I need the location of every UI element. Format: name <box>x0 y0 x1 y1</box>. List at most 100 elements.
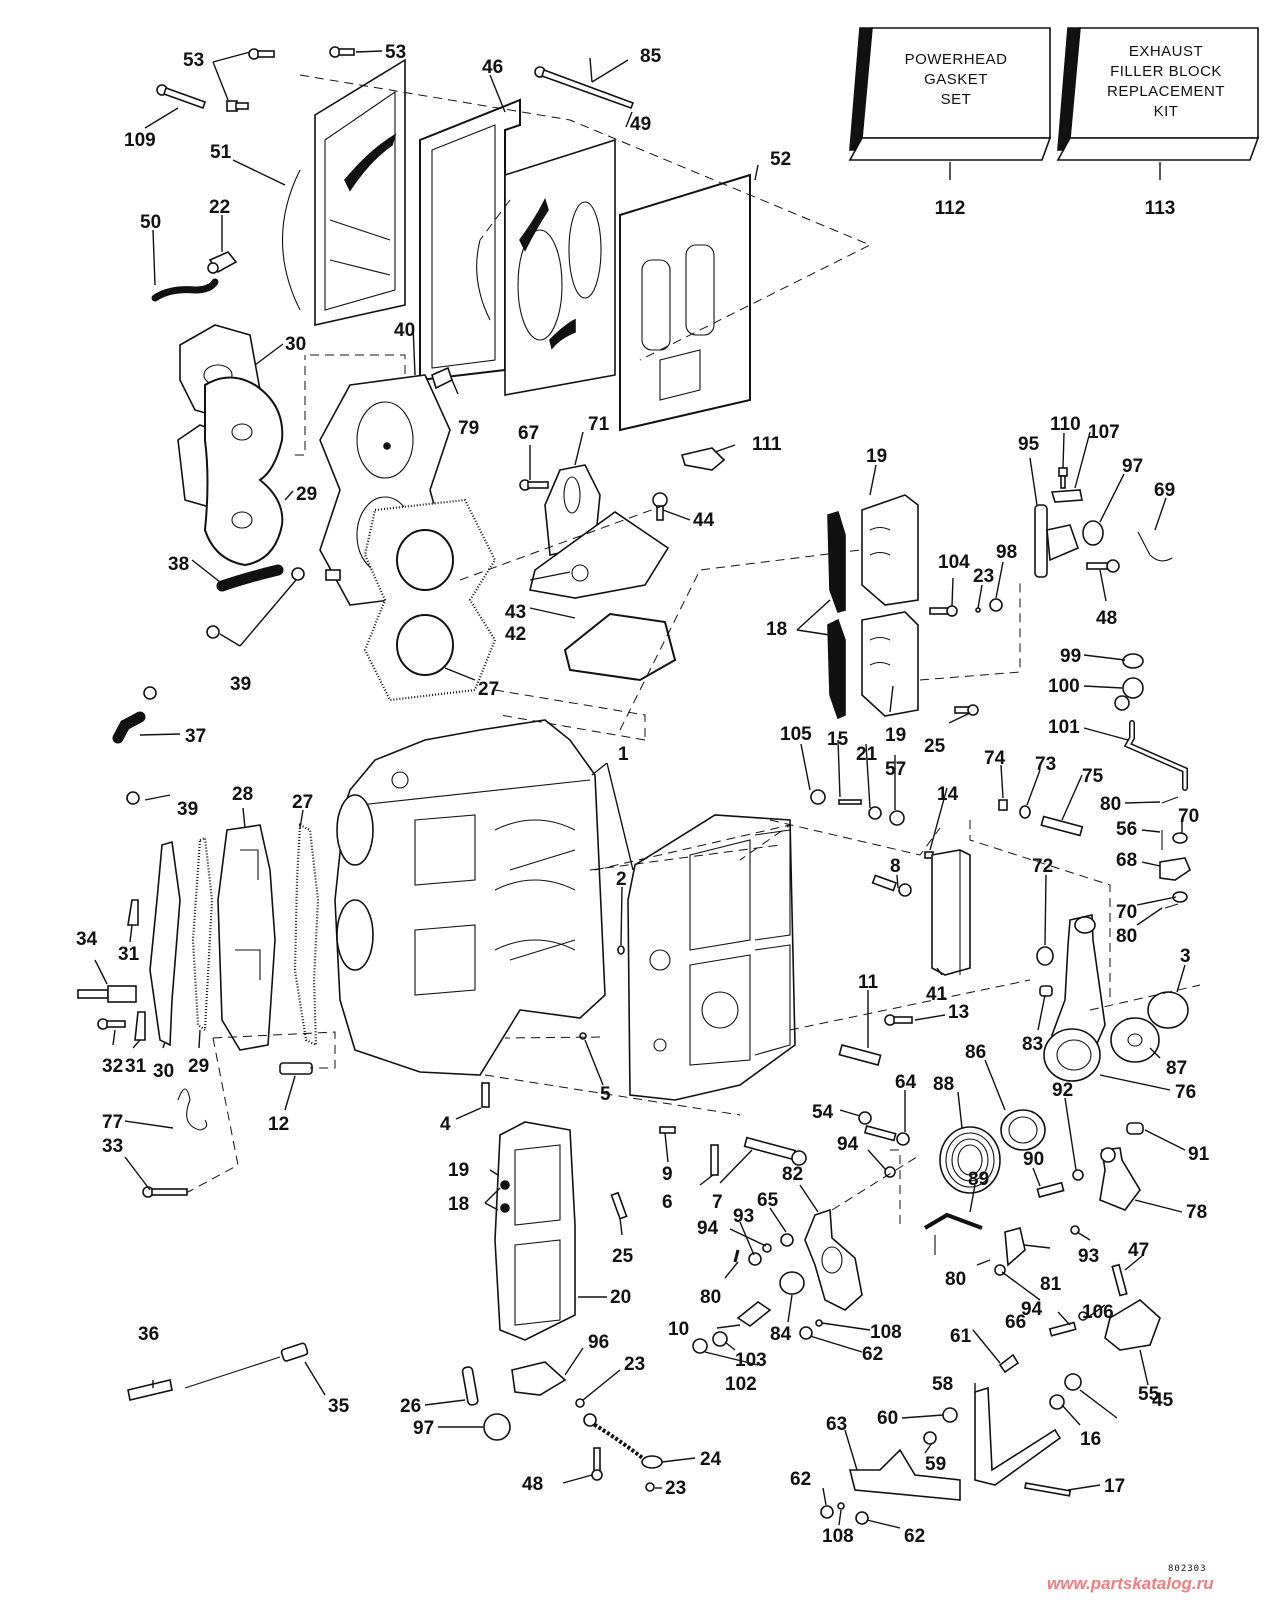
callout-62[interactable]: 62 <box>862 1344 883 1365</box>
callout-85[interactable]: 85 <box>640 46 662 67</box>
callout-67[interactable]: 67 <box>518 423 539 444</box>
callout-45[interactable]: 45 <box>1152 1390 1174 1411</box>
callout-43[interactable]: 43 <box>505 602 526 623</box>
callout-97[interactable]: 97 <box>1122 456 1143 477</box>
callout-27[interactable]: 27 <box>292 792 313 813</box>
callout-56[interactable]: 56 <box>1116 819 1137 840</box>
callout-108[interactable]: 108 <box>870 1322 902 1343</box>
callout-31[interactable]: 31 <box>125 1056 147 1077</box>
callout-46[interactable]: 46 <box>482 57 503 78</box>
callout-80[interactable]: 80 <box>945 1269 966 1290</box>
callout-87[interactable]: 87 <box>1166 1058 1187 1079</box>
callout-31[interactable]: 31 <box>118 944 140 965</box>
callout-113[interactable]: 113 <box>1145 198 1176 219</box>
callout-54[interactable]: 54 <box>812 1102 834 1123</box>
callout-88[interactable]: 88 <box>933 1074 954 1095</box>
callout-104[interactable]: 104 <box>938 552 970 573</box>
callout-64[interactable]: 64 <box>895 1072 917 1093</box>
callout-28[interactable]: 28 <box>232 784 253 805</box>
callout-86[interactable]: 86 <box>965 1042 986 1063</box>
callout-109[interactable]: 109 <box>124 130 156 151</box>
callout-72[interactable]: 72 <box>1032 856 1053 877</box>
callout-94[interactable]: 94 <box>697 1218 719 1239</box>
callout-99[interactable]: 99 <box>1060 646 1081 667</box>
callout-41[interactable]: 41 <box>926 984 948 1005</box>
callout-17[interactable]: 17 <box>1104 1476 1125 1497</box>
callout-102[interactable]: 102 <box>725 1374 757 1395</box>
callout-33[interactable]: 33 <box>102 1136 123 1157</box>
callout-69[interactable]: 69 <box>1154 480 1175 501</box>
callout-66[interactable]: 66 <box>1005 1312 1026 1333</box>
callout-80[interactable]: 80 <box>1116 926 1137 947</box>
callout-71[interactable]: 71 <box>588 414 610 435</box>
callout-39[interactable]: 39 <box>177 799 198 820</box>
callout-14[interactable]: 14 <box>937 784 959 805</box>
callout-80[interactable]: 80 <box>1100 794 1121 815</box>
callout-25[interactable]: 25 <box>612 1246 634 1267</box>
callout-59[interactable]: 59 <box>925 1454 946 1475</box>
callout-15[interactable]: 15 <box>827 729 849 750</box>
callout-2[interactable]: 2 <box>616 869 627 890</box>
callout-11[interactable]: 11 <box>858 972 879 993</box>
callout-7[interactable]: 7 <box>712 1192 723 1213</box>
callout-25[interactable]: 25 <box>924 736 946 757</box>
callout-10[interactable]: 10 <box>668 1319 689 1340</box>
callout-108[interactable]: 108 <box>822 1526 854 1547</box>
callout-57[interactable]: 57 <box>885 759 906 780</box>
callout-35[interactable]: 35 <box>328 1396 350 1417</box>
callout-97[interactable]: 97 <box>413 1418 434 1439</box>
callout-18[interactable]: 18 <box>448 1194 469 1215</box>
callout-112[interactable]: 112 <box>935 198 966 219</box>
callout-81[interactable]: 81 <box>1040 1274 1062 1295</box>
callout-9[interactable]: 9 <box>662 1164 673 1185</box>
callout-23[interactable]: 23 <box>624 1354 645 1375</box>
callout-91[interactable]: 91 <box>1188 1144 1210 1165</box>
callout-13[interactable]: 13 <box>948 1002 969 1023</box>
callout-19[interactable]: 19 <box>448 1160 469 1181</box>
callout-3[interactable]: 3 <box>1180 946 1191 967</box>
callout-12[interactable]: 12 <box>268 1114 289 1135</box>
callout-48[interactable]: 48 <box>1096 608 1117 629</box>
callout-24[interactable]: 24 <box>700 1449 722 1470</box>
callout-74[interactable]: 74 <box>984 748 1006 769</box>
callout-34[interactable]: 34 <box>76 929 98 950</box>
callout-16[interactable]: 16 <box>1080 1429 1101 1450</box>
callout-92[interactable]: 92 <box>1052 1080 1073 1101</box>
callout-110[interactable]: 110 <box>1050 414 1081 435</box>
callout-26[interactable]: 26 <box>400 1396 421 1417</box>
callout-51[interactable]: 51 <box>210 142 232 163</box>
callout-53[interactable]: 53 <box>385 42 406 63</box>
callout-111[interactable]: 111 <box>752 434 782 455</box>
callout-48[interactable]: 48 <box>522 1474 543 1495</box>
callout-68[interactable]: 68 <box>1116 850 1137 871</box>
callout-29[interactable]: 29 <box>188 1056 209 1077</box>
callout-23[interactable]: 23 <box>665 1478 686 1499</box>
callout-30[interactable]: 30 <box>153 1061 174 1082</box>
callout-75[interactable]: 75 <box>1082 766 1104 787</box>
callout-49[interactable]: 49 <box>630 114 651 135</box>
callout-37[interactable]: 37 <box>185 726 206 747</box>
callout-65[interactable]: 65 <box>757 1190 779 1211</box>
callout-22[interactable]: 22 <box>209 197 230 218</box>
callout-103[interactable]: 103 <box>735 1350 767 1371</box>
callout-80[interactable]: 80 <box>700 1287 721 1308</box>
callout-105[interactable]: 105 <box>780 724 812 745</box>
callout-84[interactable]: 84 <box>770 1324 792 1345</box>
callout-44[interactable]: 44 <box>693 510 715 531</box>
callout-100[interactable]: 100 <box>1048 676 1080 697</box>
callout-93[interactable]: 93 <box>733 1206 754 1227</box>
callout-94[interactable]: 94 <box>837 1134 859 1155</box>
callout-76[interactable]: 76 <box>1175 1082 1196 1103</box>
callout-53[interactable]: 53 <box>183 50 204 71</box>
callout-83[interactable]: 83 <box>1022 1034 1043 1055</box>
callout-19[interactable]: 19 <box>866 446 887 467</box>
callout-70[interactable]: 70 <box>1178 806 1199 827</box>
callout-62[interactable]: 62 <box>790 1469 811 1490</box>
callout-27[interactable]: 27 <box>478 679 499 700</box>
callout-1[interactable]: 1 <box>618 744 629 765</box>
callout-39[interactable]: 39 <box>230 674 251 695</box>
callout-95[interactable]: 95 <box>1018 434 1040 455</box>
callout-70[interactable]: 70 <box>1116 902 1137 923</box>
kit-box-exhaust-filler-block-kit[interactable]: EXHAUST FILLER BLOCK REPLACEMENT KIT 113 <box>1056 27 1260 219</box>
callout-4[interactable]: 4 <box>440 1114 451 1135</box>
